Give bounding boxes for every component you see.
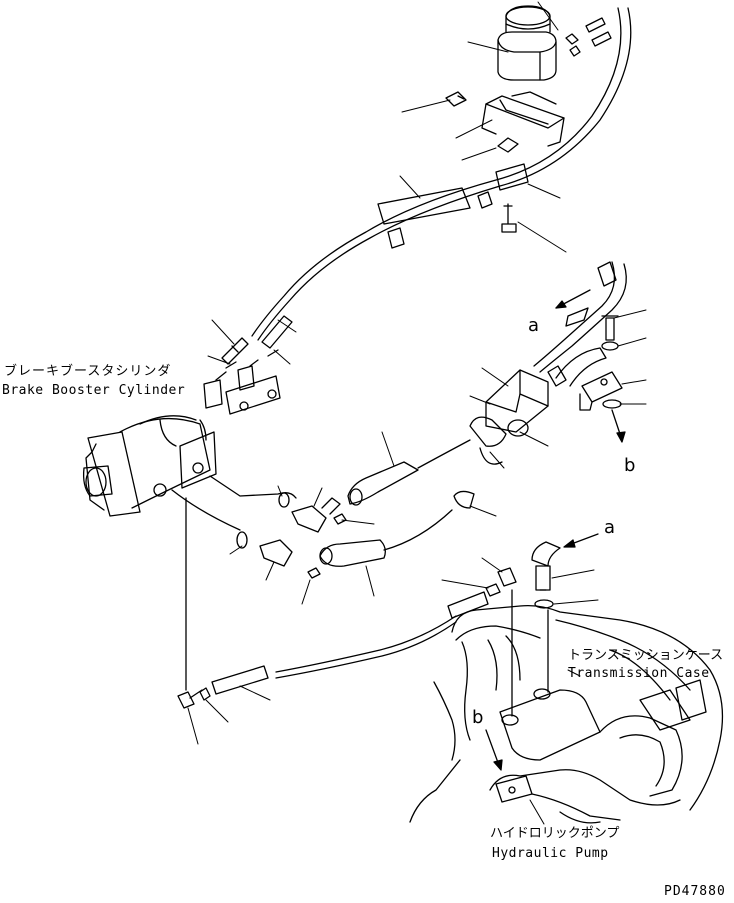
inline-filter: [469, 369, 549, 465]
booster-fittings: [203, 359, 281, 415]
hydraulic-pump-label-en: Hydraulic Pump: [492, 846, 609, 861]
reservoir-fittings: [565, 17, 612, 57]
short-hose-1: [221, 337, 249, 369]
flange-bolt: [601, 315, 619, 341]
bolt-1: [445, 91, 467, 107]
lower-hose: [171, 489, 453, 567]
feed-hose: [209, 439, 471, 506]
brake-booster-label-jp: ブレーキブースタシリンダ: [4, 364, 172, 379]
transmission-case-label-en: Transmission Case: [568, 666, 710, 681]
lower-nut: [177, 691, 195, 709]
reservoir-tank: [497, 5, 557, 81]
flange-washer: [601, 341, 619, 351]
return-hose: [533, 261, 627, 373]
pump-label-leader: [529, 799, 545, 825]
marker-a-upper: a: [528, 315, 540, 336]
connector-fittings: [485, 567, 517, 597]
marker-a-lower: a: [604, 517, 616, 538]
elbow-fitting-a: [531, 541, 561, 591]
brake-booster-cylinder: [82, 415, 217, 517]
hydraulic-pump: [409, 759, 681, 824]
flange-oring: [602, 399, 622, 409]
nut-1: [333, 513, 347, 525]
hose-clip: [453, 490, 475, 509]
lower-sleeve: [199, 687, 211, 701]
reservoir-hose: [251, 7, 632, 341]
arrow-a-upper: [555, 289, 591, 309]
tank-bracket: [481, 91, 565, 147]
trans-label-leader: [567, 669, 581, 677]
nut-2: [307, 567, 321, 579]
elbow-fitting-2: [259, 539, 293, 567]
bolt-3: [501, 203, 517, 233]
transmission-case: [433, 604, 724, 811]
arrow-b-lower: [485, 729, 503, 771]
transmission-case-label-jp: トランスミッションケース: [568, 648, 724, 663]
brake-line: [185, 497, 489, 699]
marker-b-upper: b: [624, 455, 636, 476]
short-hose-2: [261, 315, 293, 357]
leader-lines: [187, 1, 647, 745]
arrow-a-lower: [563, 533, 599, 548]
oring-1: [278, 492, 290, 508]
oring-a: [534, 599, 554, 609]
case-studs: [511, 589, 549, 717]
flange-block: [547, 347, 623, 411]
arrow-b-upper: [611, 409, 626, 443]
elbow-fitting-1: [291, 497, 341, 533]
brake-booster-label-en: Brake Booster Cylinder: [2, 383, 186, 398]
drawing-number: PD47880: [664, 884, 726, 899]
marker-b-lower: b: [472, 707, 484, 728]
bolt-2: [497, 137, 519, 153]
hydraulic-pump-label-jp: ハイドロリックポンプ: [490, 826, 620, 841]
oring-2: [236, 531, 248, 549]
